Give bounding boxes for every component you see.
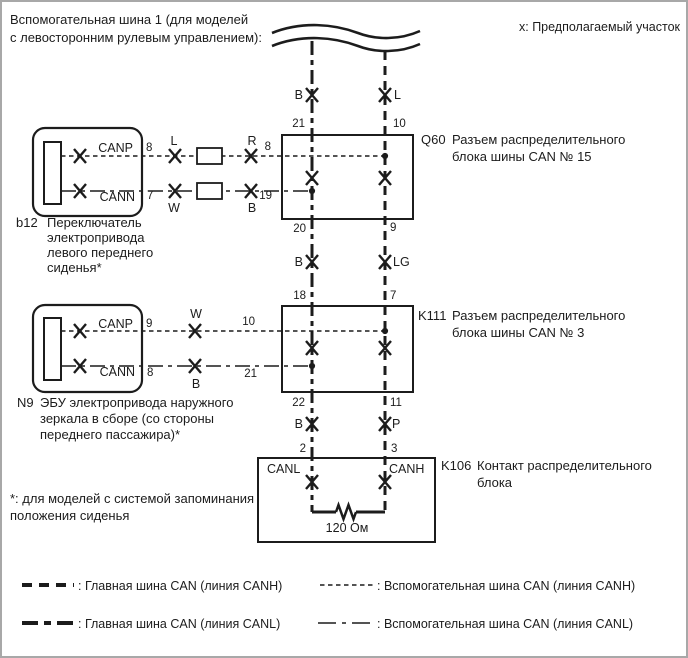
pin-number: 2 bbox=[300, 443, 306, 455]
q60-junction-box bbox=[281, 134, 414, 220]
b12-connector bbox=[31, 126, 144, 218]
x-mark bbox=[167, 147, 183, 165]
harness-wave-lower bbox=[271, 36, 421, 53]
pin-number: 10 bbox=[393, 118, 406, 130]
footnote: *: для моделей с системой запоминания по… bbox=[10, 491, 254, 523]
pin-number: 10 bbox=[242, 316, 255, 328]
wire-code: B bbox=[295, 417, 303, 431]
component-desc-line3: левого переднего bbox=[47, 245, 153, 260]
wire-code: W bbox=[190, 307, 202, 321]
b12-labels: CANP CANN 8 7 b12 Переключатель электроп… bbox=[16, 141, 153, 275]
n9-pin-header bbox=[43, 317, 62, 381]
pin-number: 8 bbox=[147, 367, 153, 379]
wire-code: B bbox=[192, 377, 200, 391]
component-desc-line2: блока шины CAN № 3 bbox=[452, 325, 584, 340]
legend: : Главная шина CAN (линия CANH) : Вспомо… bbox=[22, 579, 635, 631]
canp-line-label: CANP bbox=[98, 141, 133, 155]
k106-resistor-circuit bbox=[312, 501, 385, 523]
pin-number: 22 bbox=[292, 397, 305, 409]
cann-line-label: CANN bbox=[100, 190, 135, 204]
b12-cann-inline-connector bbox=[196, 182, 223, 200]
header: Вспомогательная шина 1 (для моделей с ле… bbox=[10, 12, 681, 45]
wire-code: B bbox=[248, 201, 256, 215]
junction-dot bbox=[308, 187, 316, 195]
legend-aux-canl-label: : Вспомогательная шина CAN (линия CANL) bbox=[377, 617, 633, 631]
b12-pin-header bbox=[43, 141, 62, 205]
x-mark bbox=[304, 169, 320, 187]
cann-line-label: CANN bbox=[100, 365, 135, 379]
canh-line-label: CANH bbox=[389, 462, 424, 476]
component-desc-line1: Контакт распределительного bbox=[477, 458, 652, 473]
pin-number: 19 bbox=[259, 190, 272, 202]
k111-junction-box bbox=[281, 305, 414, 393]
component-desc-line4: сиденья* bbox=[47, 260, 102, 275]
wire-code: L bbox=[171, 134, 178, 148]
component-desc-line2: блока bbox=[477, 475, 513, 490]
junction-dot bbox=[381, 152, 389, 160]
wire-code: P bbox=[392, 417, 400, 431]
n9-connector bbox=[31, 303, 144, 394]
pin-number: 21 bbox=[292, 118, 305, 130]
n9-labels: CANP CANN 9 8 N9 ЭБУ электропривода нару… bbox=[17, 317, 233, 442]
component-ref: b12 bbox=[16, 215, 38, 230]
junction-dot bbox=[308, 362, 316, 370]
pin-number: 7 bbox=[390, 290, 396, 302]
component-desc-line1: ЭБУ электропривода наружного bbox=[40, 395, 233, 410]
pin-number: 9 bbox=[146, 318, 152, 330]
q60-labels: 21 10 8 19 20 9 Q60 Разъем распределител… bbox=[259, 118, 625, 235]
wire-code: W bbox=[168, 201, 180, 215]
b12-canp-inline-connector bbox=[196, 147, 223, 165]
junction-dots bbox=[308, 152, 389, 370]
pin-number: 8 bbox=[146, 142, 152, 154]
junction-dot bbox=[381, 327, 389, 335]
pin-number: 8 bbox=[265, 141, 271, 153]
footnote-line1: *: для моделей с системой запоминания bbox=[10, 491, 254, 506]
pin-number: 21 bbox=[244, 368, 257, 380]
pin-number: 9 bbox=[390, 222, 396, 234]
footnote-line2: положения сиденья bbox=[10, 508, 129, 523]
harness-wave-upper bbox=[271, 23, 421, 40]
legend-main-canl-label: : Главная шина CAN (линия CANL) bbox=[78, 617, 280, 631]
pin-number: 20 bbox=[293, 223, 306, 235]
wire-color-codes: B L B LG B P L R W B W B bbox=[168, 88, 410, 431]
component-desc-line2: электропривода bbox=[47, 230, 145, 245]
diagram-title-line2: с левосторонним рулевым управлением): bbox=[10, 30, 262, 45]
k111-labels: 18 7 10 21 22 11 K111 Разъем распределит… bbox=[242, 290, 625, 409]
component-desc-line1: Переключатель bbox=[47, 215, 142, 230]
pin-number: 11 bbox=[390, 397, 402, 409]
wire-code: B bbox=[295, 88, 303, 102]
wire-code: LG bbox=[393, 255, 410, 269]
component-desc-line2: зеркала в сборе (со стороны bbox=[40, 411, 214, 426]
legend-aux-canh-label: : Вспомогательная шина CAN (линия CANH) bbox=[377, 579, 635, 593]
canl-line-label: CANL bbox=[267, 462, 300, 476]
k106-labels: 2 3 CANL CANH 120 Ом K106 Контакт распре… bbox=[267, 443, 652, 535]
diagram-title-line1: Вспомогательная шина 1 (для моделей bbox=[10, 12, 248, 27]
k106-junction-box bbox=[257, 457, 436, 543]
component-desc-line2: блока шины CAN № 15 bbox=[452, 149, 592, 164]
pin-number: 3 bbox=[391, 443, 397, 455]
component-desc-line1: Разъем распределительного bbox=[452, 132, 625, 147]
wire-code: B bbox=[295, 255, 303, 269]
assumed-section-note: x: Предполагаемый участок bbox=[519, 20, 681, 34]
component-desc-line1: Разъем распределительного bbox=[452, 308, 625, 323]
harness-break bbox=[271, 23, 421, 53]
resistor-value-label: 120 Ом bbox=[326, 521, 369, 535]
legend-main-canh-label: : Главная шина CAN (линия CANH) bbox=[78, 579, 282, 593]
wire-code: R bbox=[247, 134, 256, 148]
component-desc-line3: переднего пассажира)* bbox=[40, 427, 180, 442]
resistor-zigzag-icon bbox=[334, 501, 358, 523]
component-ref: Q60 bbox=[421, 132, 446, 147]
component-ref: K111 bbox=[418, 308, 446, 323]
aux-bus-wires bbox=[61, 155, 385, 367]
pin-number: 18 bbox=[293, 290, 306, 302]
pin-number: 7 bbox=[147, 190, 153, 202]
component-ref: K106 bbox=[441, 458, 471, 473]
main-bus-wires bbox=[310, 41, 387, 512]
canp-line-label: CANP bbox=[98, 317, 133, 331]
component-ref: N9 bbox=[17, 395, 34, 410]
wire-code: L bbox=[394, 88, 401, 102]
